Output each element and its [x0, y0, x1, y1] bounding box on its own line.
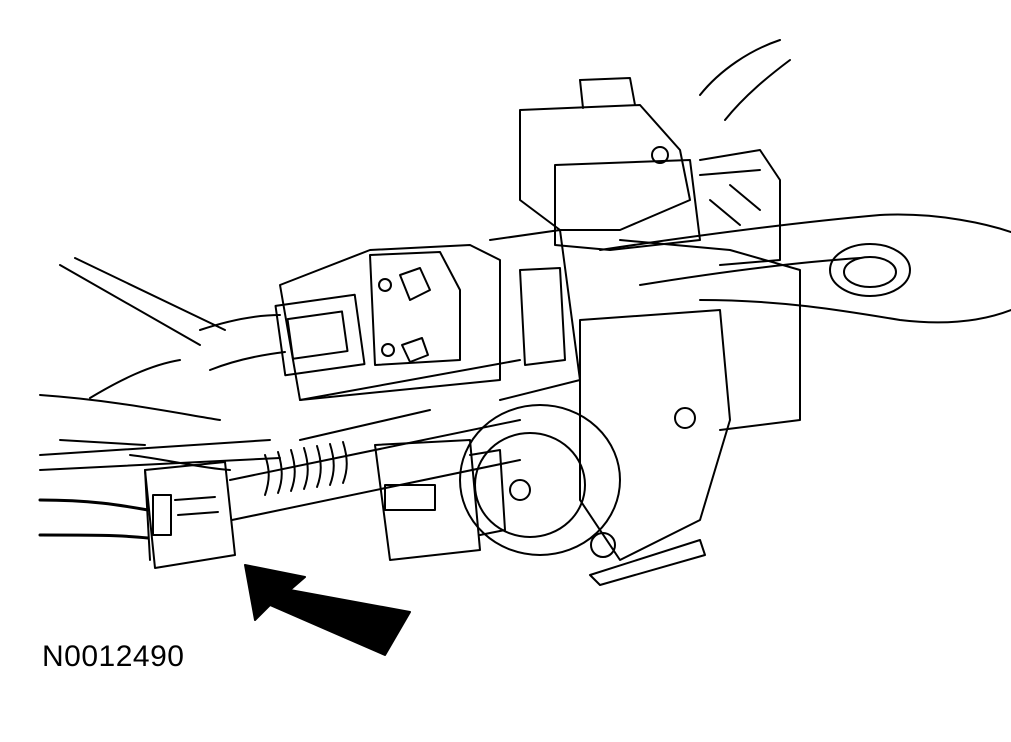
- ignition-switch-block: [374, 439, 506, 561]
- lower-housing: [459, 239, 801, 586]
- upper-switch-housing: [519, 77, 781, 266]
- central-housing: [279, 229, 581, 401]
- corrugated-boot: [264, 441, 348, 496]
- target-connector: [144, 461, 236, 569]
- upper-connector: [199, 293, 366, 377]
- steering-shaft-end: [599, 39, 1011, 324]
- wiring-harness-lines: [38, 257, 281, 540]
- pointer-arrow: [244, 564, 411, 656]
- figure-reference-number: N0012490: [42, 640, 185, 673]
